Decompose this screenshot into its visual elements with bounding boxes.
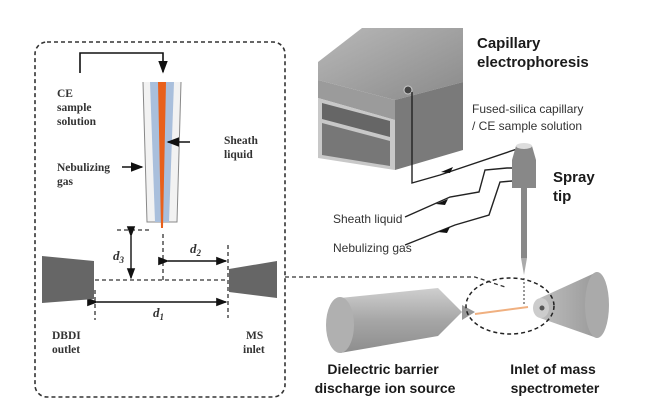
spray-tip-cross-section — [142, 81, 182, 228]
sheath-label: Sheath liquid — [224, 135, 261, 161]
d3-label: d3 — [113, 248, 125, 265]
ms-label: Inlet of mass spectrometer — [510, 361, 600, 396]
inset-panel: CE sample solution Sheath liquid Nebuliz… — [34, 41, 286, 398]
ce-title: Capillary electrophoresis — [477, 35, 589, 71]
dbdi-outlet-shape — [42, 256, 94, 303]
sheath-liquid-label: Sheath liquid — [333, 212, 402, 226]
spray-tip — [512, 143, 536, 275]
zoom-connector — [285, 276, 506, 288]
dbdi-label: DBDI outlet — [52, 330, 84, 356]
ce-instrument — [318, 28, 463, 170]
d1-label: d1 — [153, 305, 164, 322]
capillary-label: Fused-silica capillary / CE sample solut… — [472, 102, 587, 133]
dbd-source — [326, 288, 475, 353]
ce-sample-label: CE sample solution — [57, 88, 97, 128]
ms-inlet-label: MS inlet — [243, 330, 266, 356]
ms-inlet-shape — [229, 261, 277, 298]
d2-label: d2 — [190, 241, 202, 258]
plasma-jet — [474, 306, 529, 315]
ms-inlet — [533, 272, 609, 338]
nebulizing-label: Nebulizing gas — [57, 162, 113, 188]
dbd-label: Dielectric barrier discharge ion source — [315, 361, 456, 396]
flow-arrows — [436, 167, 453, 233]
spray-tip-label: Spray tip — [553, 169, 599, 205]
sample-flow-arrow — [79, 52, 168, 74]
nebulizing-gas-label: Nebulizing gas — [333, 241, 412, 255]
zoom-ellipse — [465, 277, 555, 335]
